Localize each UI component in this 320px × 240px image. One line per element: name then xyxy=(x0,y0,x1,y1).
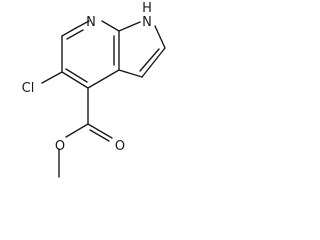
bond-c4-c5 xyxy=(61,71,89,89)
bond-carbonyl-o-double-a xyxy=(87,123,113,139)
atom-pyridine-n: N xyxy=(86,15,96,30)
bond-c3-c3a xyxy=(118,69,143,78)
bond-layer xyxy=(41,20,166,178)
bond-c5-cl xyxy=(41,71,63,84)
atom-chlorine: Cl xyxy=(22,81,35,96)
atom-ester-oxygen: O xyxy=(55,139,65,154)
bond-c2-c3 xyxy=(141,47,166,78)
atom-label-layer: N H N Cl O O xyxy=(22,1,152,154)
bond-carbonyl-ester-o xyxy=(65,123,89,138)
bond-c2-c3-inner xyxy=(139,48,160,72)
bond-n1-c2 xyxy=(154,25,166,49)
molecule-diagram: N H N Cl O O xyxy=(22,1,166,178)
atom-pyrrole-h: H xyxy=(142,1,152,16)
bond-c6-n7-double xyxy=(66,29,84,40)
bond-c3a-c4 xyxy=(87,69,120,89)
bond-carbonyl-o-double-b xyxy=(89,129,110,142)
bond-c6-n7 xyxy=(75,20,90,29)
bond-c4-c5-inner xyxy=(65,68,88,83)
atom-pyrrole-n: N xyxy=(142,15,152,30)
bond-c6-top xyxy=(61,27,77,37)
bond-c7a-n1 xyxy=(118,21,141,32)
bond-n7-c7a xyxy=(101,20,120,32)
atom-carbonyl-oxygen: O xyxy=(115,139,125,154)
